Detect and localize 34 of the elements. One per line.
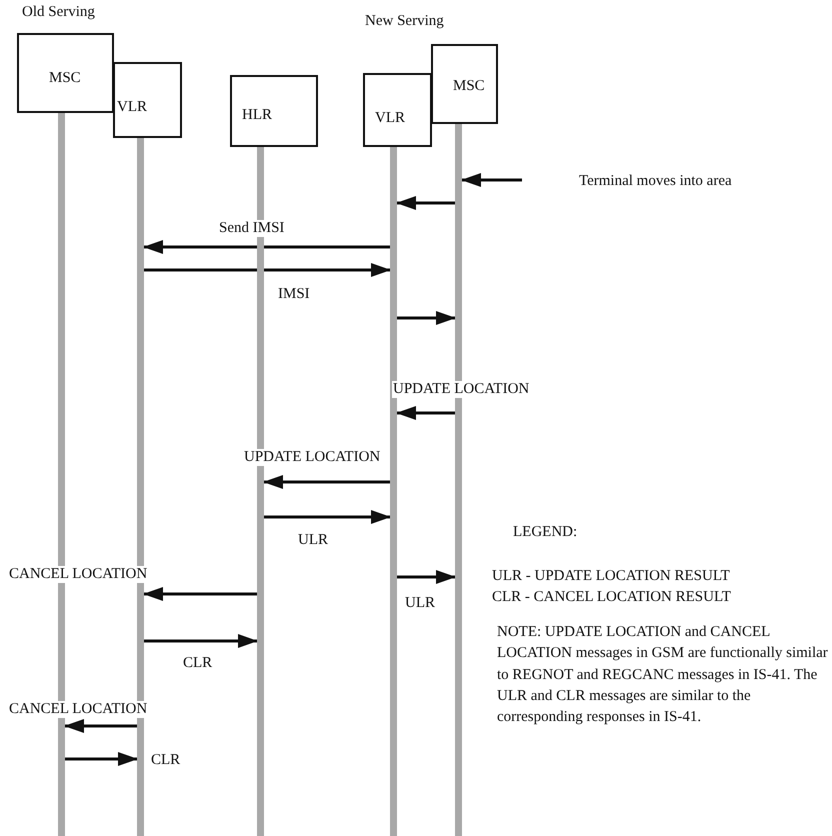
entity-box bbox=[230, 75, 318, 147]
entity-name: VLR bbox=[375, 110, 405, 126]
entity-box bbox=[363, 73, 432, 147]
message-arrow bbox=[397, 311, 456, 325]
message-arrow bbox=[143, 240, 390, 254]
message-label: CANCEL LOCATION bbox=[8, 701, 148, 718]
legend-text: LEGEND: bbox=[513, 524, 578, 540]
group-heading: Old Serving bbox=[22, 4, 95, 20]
entity-name: HLR bbox=[242, 107, 272, 124]
entity-name: MSC bbox=[453, 78, 485, 94]
message-arrow bbox=[397, 570, 456, 584]
message-arrow bbox=[396, 196, 455, 210]
message-label: UPDATE LOCATION bbox=[243, 449, 382, 466]
message-arrow bbox=[396, 406, 455, 420]
entity-box bbox=[17, 33, 114, 113]
message-arrow bbox=[143, 587, 257, 601]
note-text: NOTE: UPDATE LOCATION and CANCEL LOCATION messages in GSM are functionally similar to REGNOT and REGCANC messages in IS-41. The ULR and CLR messages are similar to the corresponding responses in IS-41. bbox=[497, 623, 829, 728]
entity-name: MSC bbox=[49, 70, 81, 86]
message-arrow bbox=[264, 510, 391, 524]
message-label: CANCEL LOCATION bbox=[8, 566, 148, 582]
message-label: Send IMSI bbox=[218, 220, 286, 236]
legend-text: ULR - UPDATE LOCATION RESULT bbox=[492, 568, 730, 584]
entity-name: VLR bbox=[117, 99, 147, 116]
legend-text: CLR - CANCEL LOCATION RESULT bbox=[492, 589, 731, 606]
entity-box bbox=[431, 44, 498, 124]
group-heading: New Serving bbox=[365, 13, 444, 30]
message-arrow bbox=[65, 752, 138, 766]
message-arrow bbox=[64, 719, 137, 733]
message-arrow bbox=[461, 173, 522, 187]
message-label: UPDATE LOCATION bbox=[392, 381, 530, 398]
message-arrow bbox=[144, 263, 391, 277]
message-arrow bbox=[144, 634, 258, 648]
entity-box bbox=[113, 62, 182, 138]
message-arrow bbox=[263, 475, 390, 489]
